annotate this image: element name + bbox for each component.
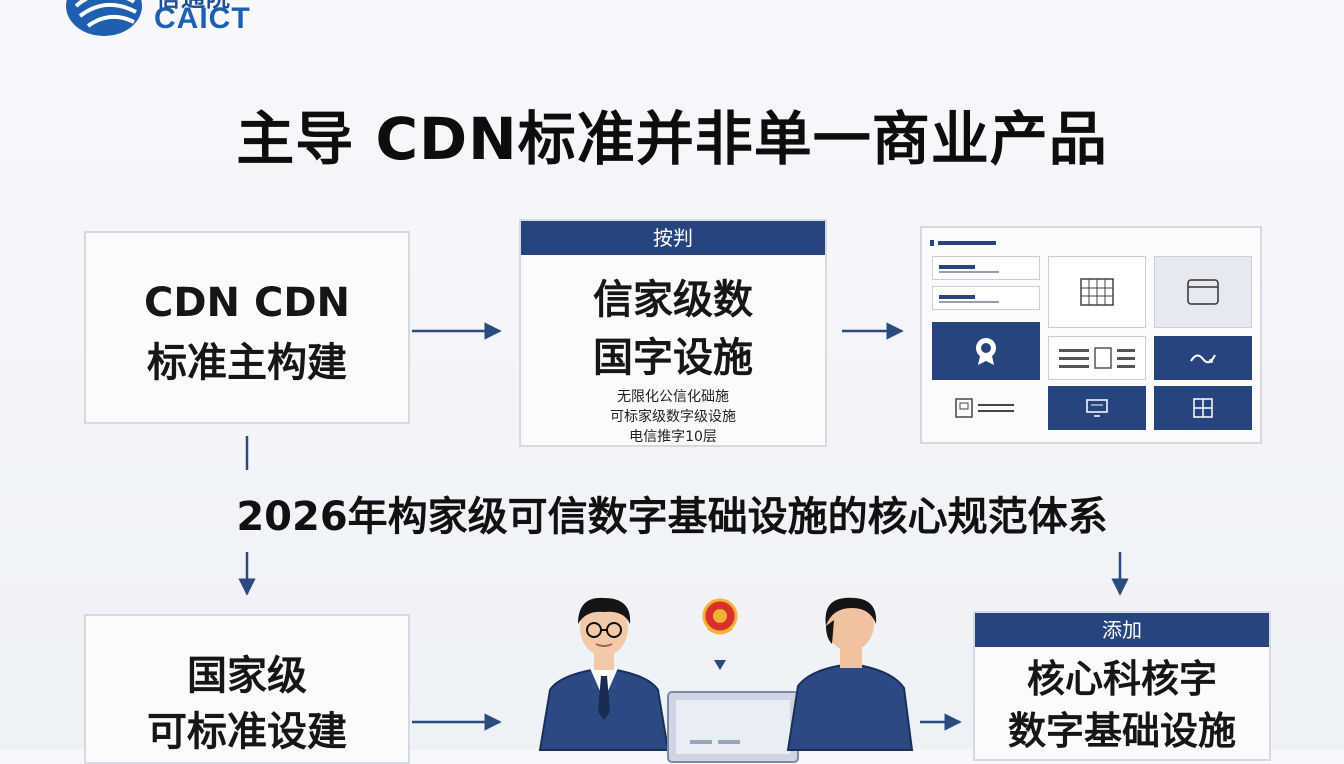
grid-tile bbox=[1048, 256, 1146, 328]
infrastructure-box: 按判 信家级数 国字设施 无限化公信化础施 可标家级数字级设施 电信推字10层 bbox=[519, 219, 827, 447]
logo-mark-icon bbox=[66, 0, 142, 36]
logo-english-text: CAICT bbox=[154, 2, 251, 35]
grid-blue-tile bbox=[1154, 386, 1252, 430]
box5-line1: 核心科核字 bbox=[1026, 657, 1217, 701]
dashboard-title-bar bbox=[930, 240, 996, 246]
box2-small3: 电信推字10层 bbox=[629, 429, 717, 445]
core-infrastructure-box: 添加 核心科核字 数字基础设施 bbox=[973, 611, 1271, 761]
box4-line2: 可标准设建 bbox=[147, 709, 347, 755]
laptop-icon bbox=[667, 691, 799, 763]
monitor-tile bbox=[1048, 386, 1146, 430]
national-standard-box: 国家级 可标准设建 bbox=[84, 614, 410, 764]
box4-line1: 国家级 bbox=[187, 653, 307, 699]
layout-icon bbox=[1059, 347, 1135, 369]
businessman-glasses-icon bbox=[538, 597, 670, 751]
page-title: 主导 CDN标准并非单一商业产品 bbox=[236, 105, 1108, 173]
document-tile bbox=[932, 386, 1040, 430]
middle-heading: 2026年构家级可信数字基础设施的核心规范体系 bbox=[236, 494, 1108, 540]
meeting-illustration bbox=[538, 597, 914, 763]
badge-tile bbox=[932, 322, 1040, 380]
monitor-icon bbox=[1086, 399, 1108, 417]
award-icon bbox=[976, 338, 996, 365]
form-field-tile bbox=[932, 256, 1040, 280]
box2-line1: 信家级数 bbox=[593, 277, 753, 323]
emblem-badge-icon bbox=[702, 598, 738, 635]
box2-line2: 国字设施 bbox=[593, 335, 753, 381]
box5-line2: 数字基础设施 bbox=[1007, 709, 1236, 753]
window-tile bbox=[1154, 256, 1252, 328]
cdn-standard-box: CDN CDN 标准主构建 bbox=[84, 231, 410, 424]
dashboard-illustration bbox=[920, 226, 1262, 444]
layout-tile bbox=[1048, 336, 1146, 380]
box2-header: 按判 bbox=[521, 221, 825, 255]
table-grid-icon bbox=[1080, 278, 1114, 306]
box5-header: 添加 bbox=[975, 613, 1269, 647]
window-icon bbox=[1187, 279, 1219, 305]
logo-chinese-text: 信通院 bbox=[156, 0, 231, 13]
chart-tile bbox=[1154, 336, 1252, 380]
box1-line1: CDN CDN bbox=[144, 280, 350, 326]
caict-logo: 信通院 CAICT bbox=[64, 0, 304, 50]
form-field-tile bbox=[932, 286, 1040, 310]
document-icon bbox=[955, 398, 1014, 418]
arrow-badge-down bbox=[714, 660, 726, 670]
wave-icon bbox=[1190, 354, 1216, 364]
box2-small2: 可标家级数字级设施 bbox=[610, 409, 736, 425]
box1-line2: 标准主构建 bbox=[147, 340, 347, 386]
box2-small1: 无限化公信化础施 bbox=[617, 389, 729, 405]
businessman-back-icon bbox=[786, 597, 914, 751]
grid-icon bbox=[1193, 398, 1213, 418]
